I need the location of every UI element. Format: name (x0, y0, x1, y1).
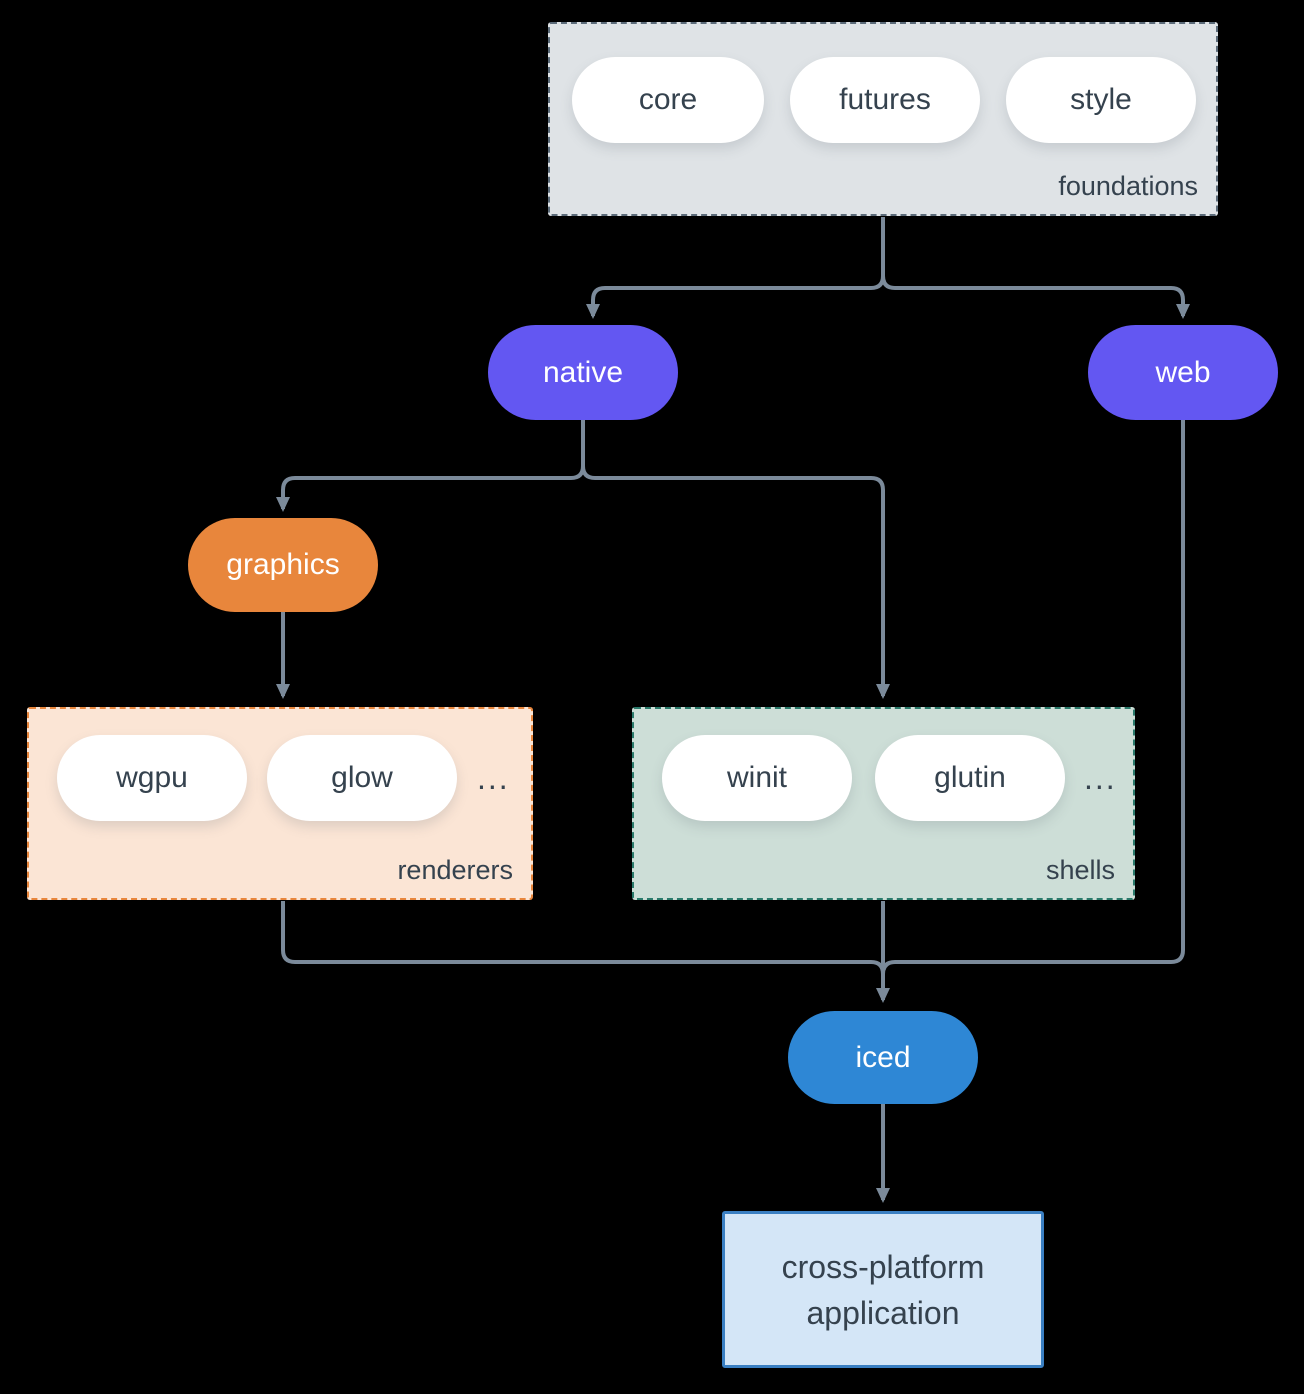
pill-wgpu: wgpu (57, 735, 247, 821)
renderers-ellipsis: ... (477, 759, 510, 796)
pill-glutin: glutin (875, 735, 1065, 821)
pill-futures: futures (790, 57, 980, 143)
edge-foundations-web (881, 275, 1190, 319)
group-foundations: core futures style foundations (548, 22, 1218, 216)
node-native: native (488, 325, 678, 420)
pill-winit: winit (662, 735, 852, 821)
group-shells: winit glutin ... shells (632, 707, 1135, 900)
edge-renderers-merge (281, 901, 885, 975)
group-label-renderers: renderers (397, 855, 513, 885)
pill-style: style (1006, 57, 1196, 143)
pill-core: core (572, 57, 764, 143)
app-label-line-1: cross-platform (781, 1248, 985, 1285)
node-graphics: graphics (188, 518, 378, 612)
group-label-foundations: foundations (1058, 171, 1198, 201)
node-cross-platform-application: cross-platform application (722, 1211, 1044, 1368)
shells-ellipsis: ... (1084, 759, 1117, 796)
node-web: web (1088, 325, 1278, 420)
pill-glow: glow (267, 735, 457, 821)
group-renderers: wgpu glow ... renderers (27, 707, 533, 900)
node-iced: iced (788, 1011, 978, 1104)
edge-native-shells (581, 465, 890, 699)
group-label-shells: shells (1045, 855, 1115, 885)
edge-native-graphics (276, 420, 585, 512)
app-label-line-2: application (806, 1294, 960, 1331)
edge-foundations-native (586, 217, 885, 319)
